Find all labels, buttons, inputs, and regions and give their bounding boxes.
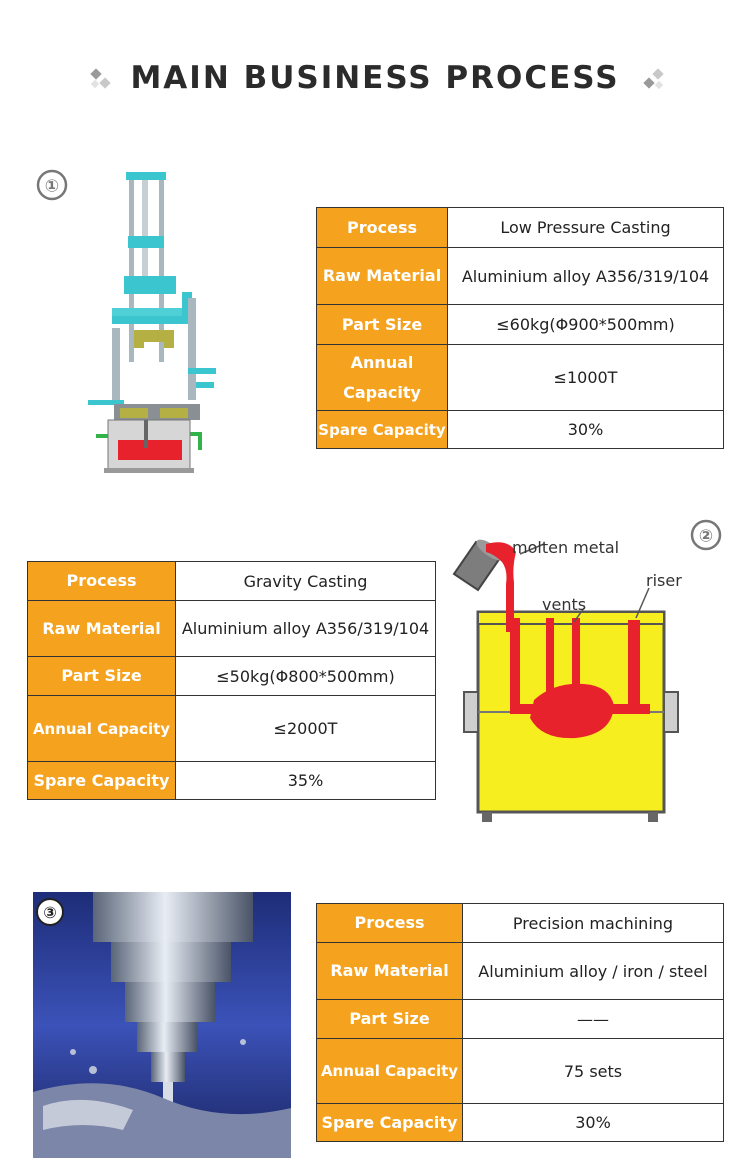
row-value: ≤60kg(Φ900*500mm) xyxy=(447,304,724,345)
row-value: Gravity Casting xyxy=(175,561,436,601)
diamond-ornament-icon xyxy=(643,68,664,90)
row-value: Low Pressure Casting xyxy=(447,207,724,248)
table-row: Spare Capacity 30% xyxy=(316,410,724,449)
table-row: Annual Capacity ≤1000T xyxy=(316,344,724,411)
step-number-3: ③ xyxy=(43,903,57,922)
row-value: Aluminium alloy A356/319/104 xyxy=(447,247,724,305)
svg-text:②: ② xyxy=(699,527,713,547)
table-row: Raw Material Aluminium alloy A356/319/10… xyxy=(316,247,724,305)
row-value: 35% xyxy=(175,761,436,800)
svg-text:molten metal: molten metal xyxy=(512,538,619,557)
cnc-machining-photo: ③ xyxy=(33,892,291,1158)
row-label: Annual Capacity xyxy=(27,695,176,762)
row-value: —— xyxy=(462,999,724,1039)
svg-text:vents: vents xyxy=(542,595,586,614)
row-label: Part Size xyxy=(316,304,448,345)
table-row: Part Size ≤60kg(Φ900*500mm) xyxy=(316,304,724,345)
svg-text:riser: riser xyxy=(646,571,682,590)
title-bar: MAIN BUSINESS PROCESS xyxy=(0,58,750,104)
svg-text:①: ① xyxy=(45,177,59,197)
spec-table-precision-machining: Process Precision machining Raw Material… xyxy=(316,903,724,1142)
row-label: Annual Capacity xyxy=(316,1038,463,1104)
row-value: 30% xyxy=(447,410,724,449)
diamond-ornament-icon xyxy=(90,68,111,89)
spec-table-low-pressure-casting: Process Low Pressure Casting Raw Materia… xyxy=(316,207,724,449)
row-value: 30% xyxy=(462,1103,724,1142)
row-label: Raw Material xyxy=(316,247,448,305)
row-label: Spare Capacity xyxy=(316,410,448,449)
row-label: Part Size xyxy=(27,656,176,696)
row-value: ≤2000T xyxy=(175,695,436,762)
row-label: Spare Capacity xyxy=(27,761,176,800)
row-value: ≤1000T xyxy=(447,344,724,411)
table-row: Annual Capacity ≤2000T xyxy=(27,695,436,762)
row-label: Process xyxy=(316,903,463,943)
spec-table-gravity-casting: Process Gravity Casting Raw Material Alu… xyxy=(27,561,436,800)
table-row: Part Size ≤50kg(Φ800*500mm) xyxy=(27,656,436,696)
step-number-2: ② xyxy=(690,519,722,551)
low-pressure-casting-machine-illustration xyxy=(88,172,216,473)
row-value: Aluminium alloy A356/319/104 xyxy=(175,600,436,657)
table-row: Raw Material Aluminium alloy A356/319/10… xyxy=(27,600,436,657)
table-row: Annual Capacity 75 sets xyxy=(316,1038,724,1104)
row-label: Spare Capacity xyxy=(316,1103,463,1142)
table-row: Process Low Pressure Casting xyxy=(316,207,724,248)
row-value: Precision machining xyxy=(462,903,724,943)
row-label: Part Size xyxy=(316,999,463,1039)
row-label: Process xyxy=(316,207,448,248)
table-row: Process Gravity Casting xyxy=(27,561,436,601)
row-value: 75 sets xyxy=(462,1038,724,1104)
page-title: MAIN BUSINESS PROCESS xyxy=(130,60,620,96)
table-row: Part Size —— xyxy=(316,999,724,1039)
row-label: Raw Material xyxy=(27,600,176,657)
row-value: ≤50kg(Φ800*500mm) xyxy=(175,656,436,696)
gravity-casting-diagram: molten metal vents riser xyxy=(452,538,682,822)
row-label: Annual Capacity xyxy=(316,344,448,411)
table-row: Spare Capacity 30% xyxy=(316,1103,724,1142)
step-number-1: ① xyxy=(36,169,68,201)
row-value: Aluminium alloy / iron / steel xyxy=(462,942,724,1000)
table-row: Raw Material Aluminium alloy / iron / st… xyxy=(316,942,724,1000)
table-row: Process Precision machining xyxy=(316,903,724,943)
table-row: Spare Capacity 35% xyxy=(27,761,436,800)
row-label: Process xyxy=(27,561,176,601)
row-label: Raw Material xyxy=(316,942,463,1000)
